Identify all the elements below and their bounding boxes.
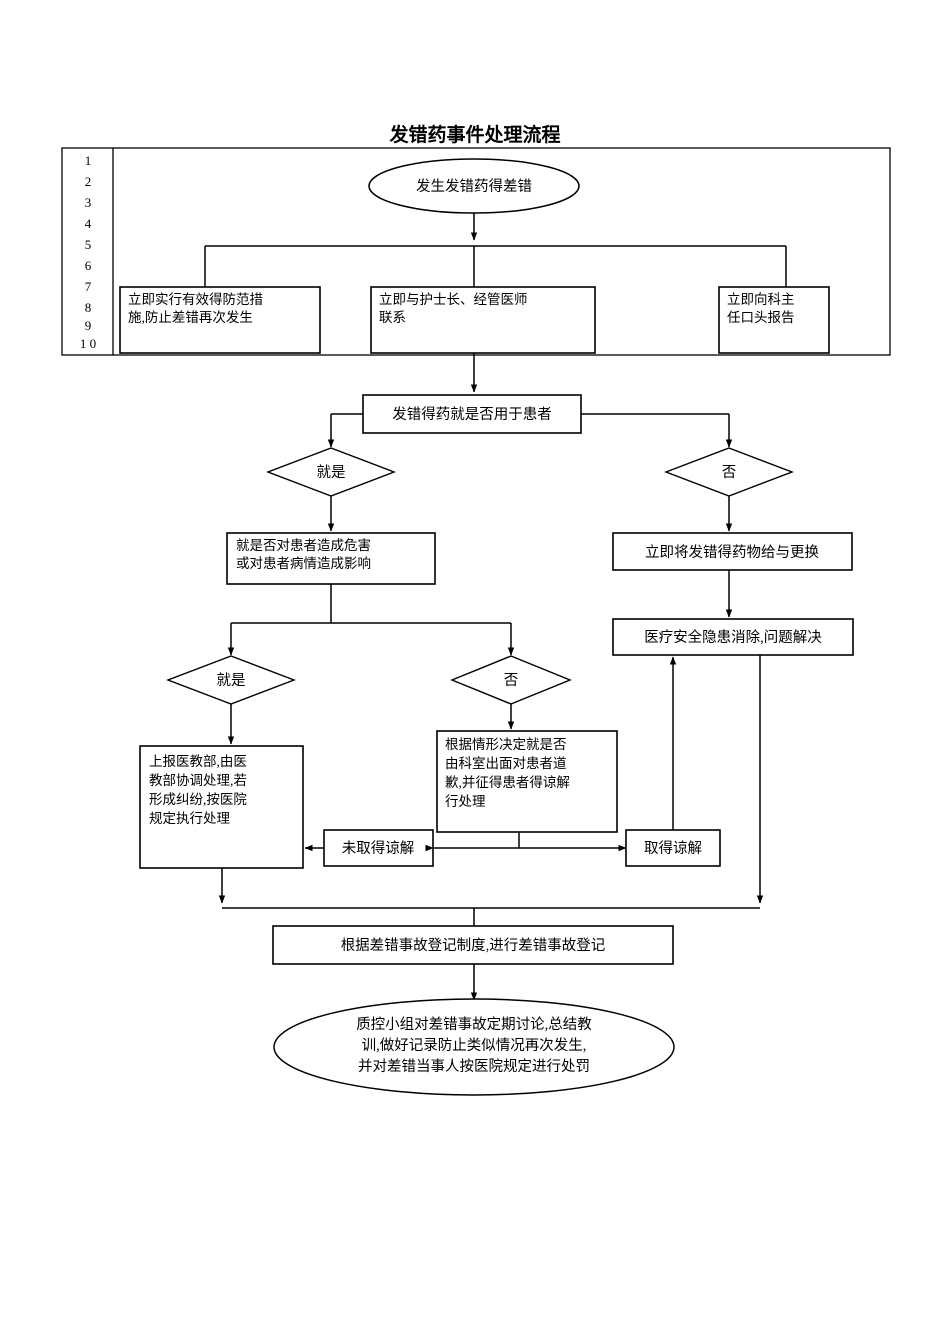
line-number: 6 bbox=[85, 258, 92, 273]
node-harm-question-line1: 就是否对患者造成危害 bbox=[236, 538, 371, 553]
node-report-dept-line4: 规定执行处理 bbox=[149, 811, 230, 826]
line-number: 1 0 bbox=[80, 336, 96, 351]
line-number: 1 bbox=[85, 153, 92, 168]
node-report-dept-line3: 形成纠纷,按医院 bbox=[149, 792, 247, 807]
node-review-ellipse bbox=[273, 998, 675, 1096]
node-apologize-line3: 歉,并征得患者得谅解 bbox=[445, 774, 570, 790]
node-report-dept-line1: 上报医教部,由医 bbox=[149, 754, 247, 769]
node-report-dept-box bbox=[139, 745, 304, 869]
node-start-label: 发生发错药得差错 bbox=[416, 178, 532, 195]
node-apologize-line1: 根据情形决定就是否 bbox=[445, 737, 567, 752]
line-number: 2 bbox=[85, 174, 92, 189]
node-action-prevent-line1: 立即实行有效得防范措 bbox=[128, 291, 263, 307]
node-action-prevent-box bbox=[119, 286, 321, 354]
node-action-contact-line2: 联系 bbox=[379, 310, 406, 325]
node-no-harm-label: 否 bbox=[504, 673, 519, 689]
node-review-line3: 并对差错当事人按医院规定进行处罚 bbox=[358, 1058, 590, 1075]
node-hazard-cleared-label: 医疗安全隐患消除,问题解决 bbox=[644, 628, 822, 646]
node-yes-used-label: 就是 bbox=[317, 464, 346, 481]
node-action-report-line1: 立即向科主 bbox=[727, 292, 795, 307]
line-number: 5 bbox=[85, 237, 92, 252]
line-number: 8 bbox=[85, 300, 92, 315]
node-action-contact-line1: 立即与护士长、经管医师 bbox=[379, 292, 528, 307]
node-review-line1: 质控小组对差错事故定期讨论,总结教 bbox=[356, 1016, 592, 1033]
node-action-prevent-line2: 施,防止差错再次发生 bbox=[128, 310, 253, 325]
page-title: 发错药事件处理流程 bbox=[388, 123, 560, 146]
node-decision-used-box bbox=[362, 394, 582, 434]
node-apologize-box bbox=[436, 730, 618, 833]
node-hazard-cleared-box bbox=[612, 618, 854, 656]
node-review-line2: 训,做好记录防止类似情况再次发生, bbox=[362, 1037, 587, 1054]
node-harm-question-line2: 或对患者病情造成影响 bbox=[236, 556, 371, 571]
node-not-forgiven-label: 未取得谅解 bbox=[342, 840, 415, 857]
node-action-report-line2: 任口头报告 bbox=[727, 310, 795, 325]
node-not-forgiven-box bbox=[323, 829, 434, 867]
node-register-label: 根据差错事故登记制度,进行差错事故登记 bbox=[341, 937, 606, 954]
node-no-used-label: 否 bbox=[722, 465, 737, 481]
node-apologize-line4: 行处理 bbox=[445, 794, 486, 809]
node-yes-harm-label: 就是 bbox=[217, 672, 246, 689]
node-harm-question-box bbox=[226, 532, 436, 585]
node-register-box bbox=[272, 925, 674, 965]
node-replace-drug-box bbox=[612, 532, 853, 571]
node-forgiven-box bbox=[625, 829, 721, 867]
node-action-report-box bbox=[718, 286, 830, 354]
top-section-frame bbox=[61, 147, 891, 356]
node-replace-drug-label: 立即将发错得药物给与更换 bbox=[645, 544, 819, 561]
node-forgiven-label: 取得谅解 bbox=[644, 840, 702, 857]
node-apologize-line2: 由科室出面对患者道 bbox=[445, 755, 567, 771]
node-decision-used-label: 发错得药就是否用于患者 bbox=[392, 406, 552, 423]
line-number: 7 bbox=[85, 279, 92, 294]
node-report-dept-line2: 教部协调处理,若 bbox=[149, 773, 247, 788]
line-number: 9 bbox=[85, 318, 92, 333]
line-number: 4 bbox=[85, 216, 92, 231]
line-number: 3 bbox=[85, 195, 92, 210]
node-action-contact-box bbox=[370, 286, 596, 354]
